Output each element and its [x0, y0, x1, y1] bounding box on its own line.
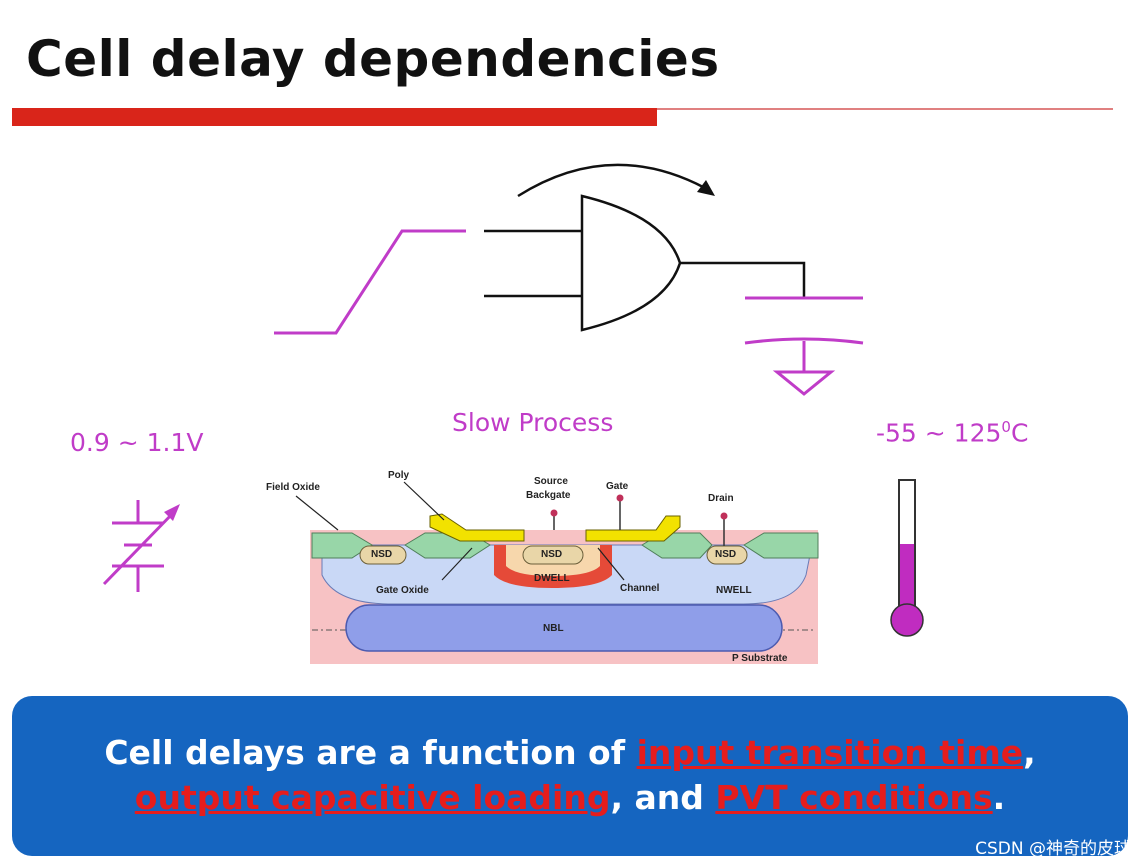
drain-label: Drain	[708, 493, 734, 504]
gate-label: Gate	[606, 481, 629, 492]
variable-voltage-icon	[102, 500, 178, 592]
device-cross-section	[295, 481, 819, 664]
p-substrate-label: P Substrate	[732, 653, 788, 664]
nbl-label: NBL	[543, 623, 564, 634]
highlight-input-transition: input transition time	[636, 733, 1024, 772]
temperature-range-label: -55 ~ 1250C	[876, 418, 1028, 447]
title-underline-thin	[657, 108, 1113, 110]
backgate-label: Backgate	[526, 490, 571, 501]
channel-label: Channel	[620, 583, 660, 594]
summary-part-4: .	[992, 778, 1006, 817]
input-transition-waveform	[274, 229, 466, 335]
source-label: Source	[534, 476, 568, 487]
field-oxide-label: Field Oxide	[266, 482, 320, 493]
process-label: Slow Process	[452, 408, 614, 437]
capacitor-plate-bottom	[744, 337, 864, 345]
and-gate-symbol	[580, 194, 682, 332]
summary-text: Cell delays are a function of input tran…	[12, 730, 1128, 820]
temperature-unit: C	[1010, 418, 1029, 448]
summary-banner: Cell delays are a function of input tran…	[12, 696, 1128, 856]
delay-arc-arrow	[517, 163, 706, 198]
voltage-range-label: 0.9 ~ 1.1V	[70, 428, 204, 457]
summary-part-2: ,	[1023, 733, 1036, 772]
summary-part-1: Cell delays are a function of	[104, 733, 637, 772]
watermark: CSDN @神奇的皮球	[975, 839, 1131, 859]
nsd-right-label: NSD	[715, 549, 737, 560]
summary-part-3: , and	[610, 778, 716, 817]
poly-label: Poly	[388, 470, 410, 481]
gate-output-wire	[680, 261, 806, 298]
nwell-label: NWELL	[716, 585, 752, 596]
ground-icon	[772, 370, 836, 396]
gate-oxide-label: Gate Oxide	[376, 585, 429, 596]
temperature-value: -55 ~ 125	[876, 418, 1002, 448]
nsd-mid-label: NSD	[541, 549, 563, 560]
slide-title: Cell delay dependencies	[26, 30, 720, 88]
highlight-output-load: output capacitive loading	[134, 778, 611, 817]
temperature-degree-sup: 0	[1001, 418, 1011, 436]
dwell-label: DWELL	[534, 573, 570, 584]
highlight-pvt: PVT conditions	[715, 778, 993, 817]
thermometer-icon	[890, 479, 924, 637]
delay-arrow-head	[697, 180, 715, 196]
title-underline-bar	[12, 108, 657, 126]
voltage-arrow-head	[164, 504, 180, 521]
nsd-left-label: NSD	[371, 549, 393, 560]
